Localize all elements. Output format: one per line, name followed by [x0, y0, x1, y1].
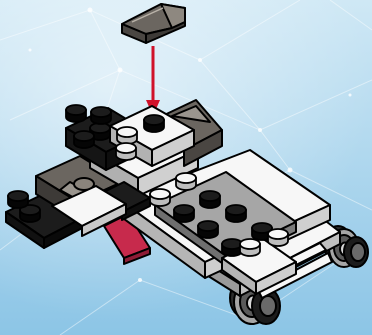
stud — [144, 115, 164, 132]
stud — [200, 191, 220, 208]
stud — [150, 189, 170, 206]
stud — [91, 107, 111, 124]
stud — [174, 205, 194, 222]
stud — [222, 239, 242, 256]
stud — [176, 173, 196, 190]
stud — [116, 143, 136, 160]
stud — [117, 127, 137, 144]
stud — [268, 229, 288, 246]
stud — [226, 205, 246, 222]
stud — [8, 191, 28, 208]
stud — [198, 221, 218, 238]
stud — [240, 239, 260, 256]
stud — [66, 105, 86, 122]
stud — [74, 131, 94, 148]
